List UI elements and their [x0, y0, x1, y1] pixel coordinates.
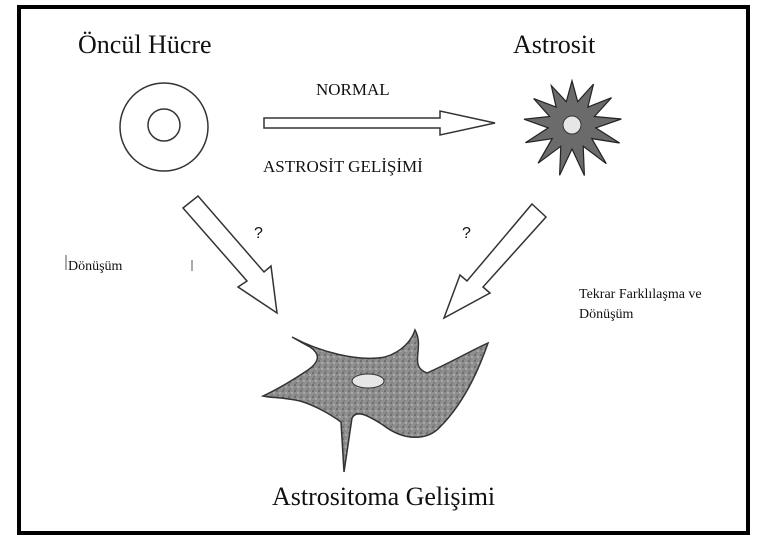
astrocytoma-cell [263, 330, 488, 472]
astrocyte-cell [524, 81, 621, 176]
progenitor-title: Öncül Hücre [78, 30, 212, 60]
redifferentiation-label-line1: Tekrar Farklılaşma ve [579, 287, 702, 303]
transformation-label: Dönüşüm [68, 259, 122, 275]
left-question-mark: ? [254, 225, 263, 243]
tumor-nucleus [352, 374, 384, 388]
astrocyte-title: Astrosit [513, 30, 595, 60]
transformation-arrow-right [444, 204, 546, 318]
normal-label: NORMAL [316, 80, 390, 100]
astrocyte-development-label: ASTROSİT GELİŞİMİ [263, 157, 423, 177]
tumor-body [263, 330, 488, 472]
right-question-mark: ? [462, 225, 471, 243]
redifferentiation-label-line2: Dönüşüm [579, 307, 633, 323]
astrocytoma-title: Astrositoma Gelişimi [272, 482, 495, 512]
astrocyte-nucleus [563, 116, 581, 134]
progenitor-nucleus [148, 109, 180, 141]
progenitor-cell [120, 83, 208, 171]
normal-development-arrow [264, 111, 495, 135]
transformation-arrow-left [183, 196, 277, 313]
